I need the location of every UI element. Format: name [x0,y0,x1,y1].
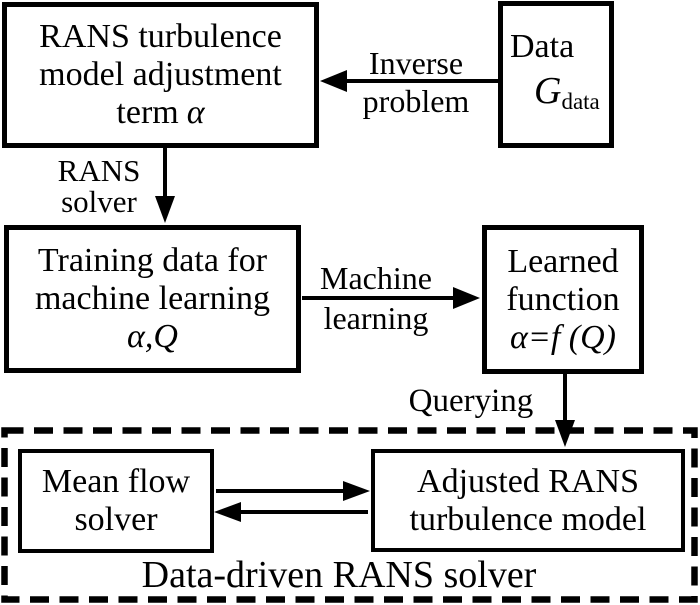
box-rans-line1: RANS turbulence [39,18,282,55]
arrow-machine-learning-head [453,287,480,309]
g-subscript: data [561,89,600,114]
arrow-querying-head [555,420,575,447]
box-training-math: α,Q [127,318,178,355]
box-learned-function: Learned function α=f (Q) [482,225,644,374]
box-data-title: Data [510,28,575,65]
alpha-symbol: α [186,94,205,131]
box-learned-line1: Learned [507,242,619,280]
box-training-line2: machine learning [34,280,271,317]
arrow-rans-solver-head [155,196,175,223]
g-symbol: G [534,70,562,112]
box-training-line1: Training data for [37,242,268,279]
label-data-driven-rans-solver: Data-driven RANS solver [141,554,537,596]
arrow-adjusted-to-mean-head [214,502,241,522]
box-adjusted-line2: turbulence model [409,500,647,538]
box-learned-line2: function [506,280,620,318]
box-mean-line2: solver [74,501,158,538]
box-data-symbol-line: Gdata [534,69,600,124]
box-data-gdata: Data Gdata [498,1,614,148]
label-machine-learning: Machine learning [320,260,432,336]
label-rans-solver: RANS solver [57,153,141,219]
dashed-group-border [1,427,698,603]
box-rans-line2: model adjustment [39,56,282,93]
arrow-inverse-problem-head [320,70,347,92]
box-adjusted-rans-model: Adjusted RANS turbulence model [371,449,685,552]
box-learned-math: α=f (Q) [510,318,616,356]
box-training-data: Training data for machine learning α,Q [4,225,301,373]
label-querying: Querying [408,383,534,419]
box-adjusted-line1: Adjusted RANS [417,462,639,500]
label-inverse-problem: Inverse problem [362,45,470,119]
box-mean-flow-solver: Mean flow solver [18,449,214,553]
box-mean-line1: Mean flow [41,463,191,500]
arrow-mean-to-adjusted-head [343,481,370,501]
